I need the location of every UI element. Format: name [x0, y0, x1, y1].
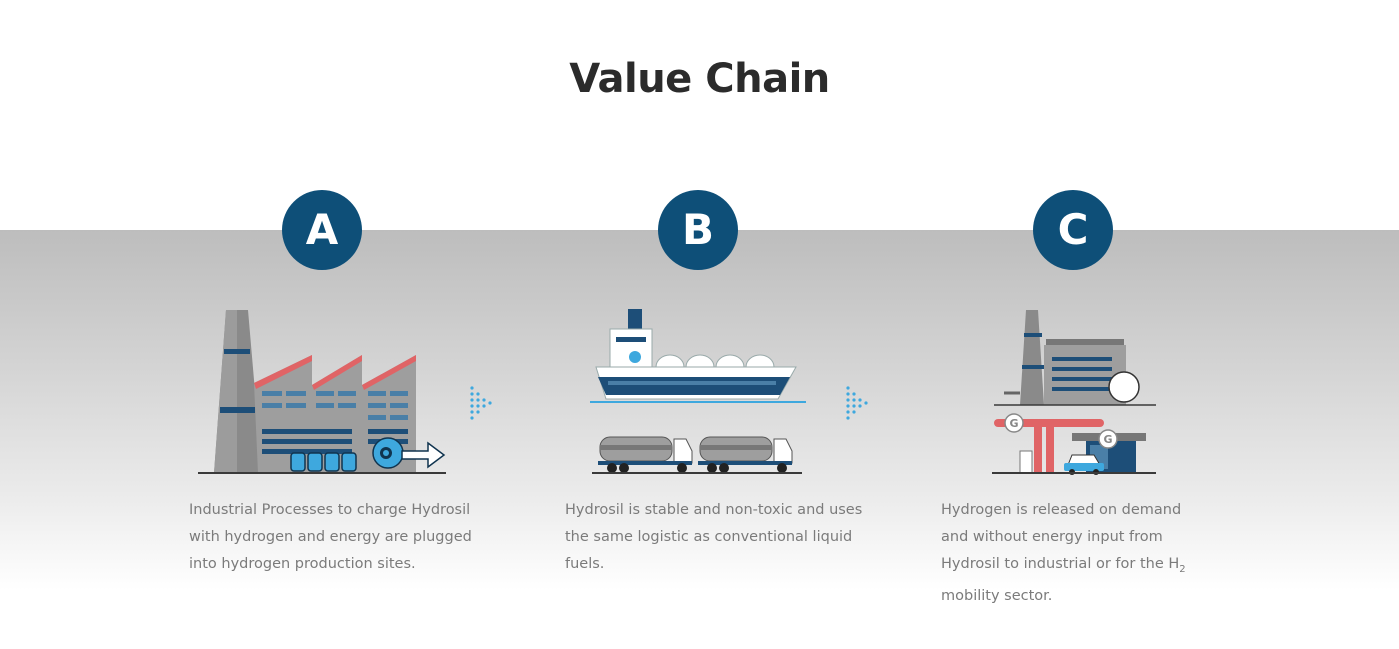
step-c-description: Hydrogen is released on demand and witho…	[941, 502, 1186, 604]
factory-icon	[198, 310, 446, 474]
station-sign-right: G	[1103, 433, 1112, 446]
flow-arrow-icon	[470, 386, 492, 420]
step-badge-a: A	[282, 190, 362, 270]
ship-and-trucks-icon	[590, 309, 806, 474]
step-badge-c: C	[1033, 190, 1113, 270]
station-sign-left: G	[1009, 417, 1018, 430]
step-badge-b: B	[658, 190, 738, 270]
step-a-description: Industrial Processes to charge Hydrosil …	[189, 502, 472, 572]
flow-arrow-icon	[846, 386, 868, 420]
refinery-and-station-icon: G G	[992, 310, 1156, 475]
step-b-description: Hydrosil is stable and non-toxic and use…	[565, 502, 863, 572]
page-title: Value Chain	[569, 56, 830, 102]
